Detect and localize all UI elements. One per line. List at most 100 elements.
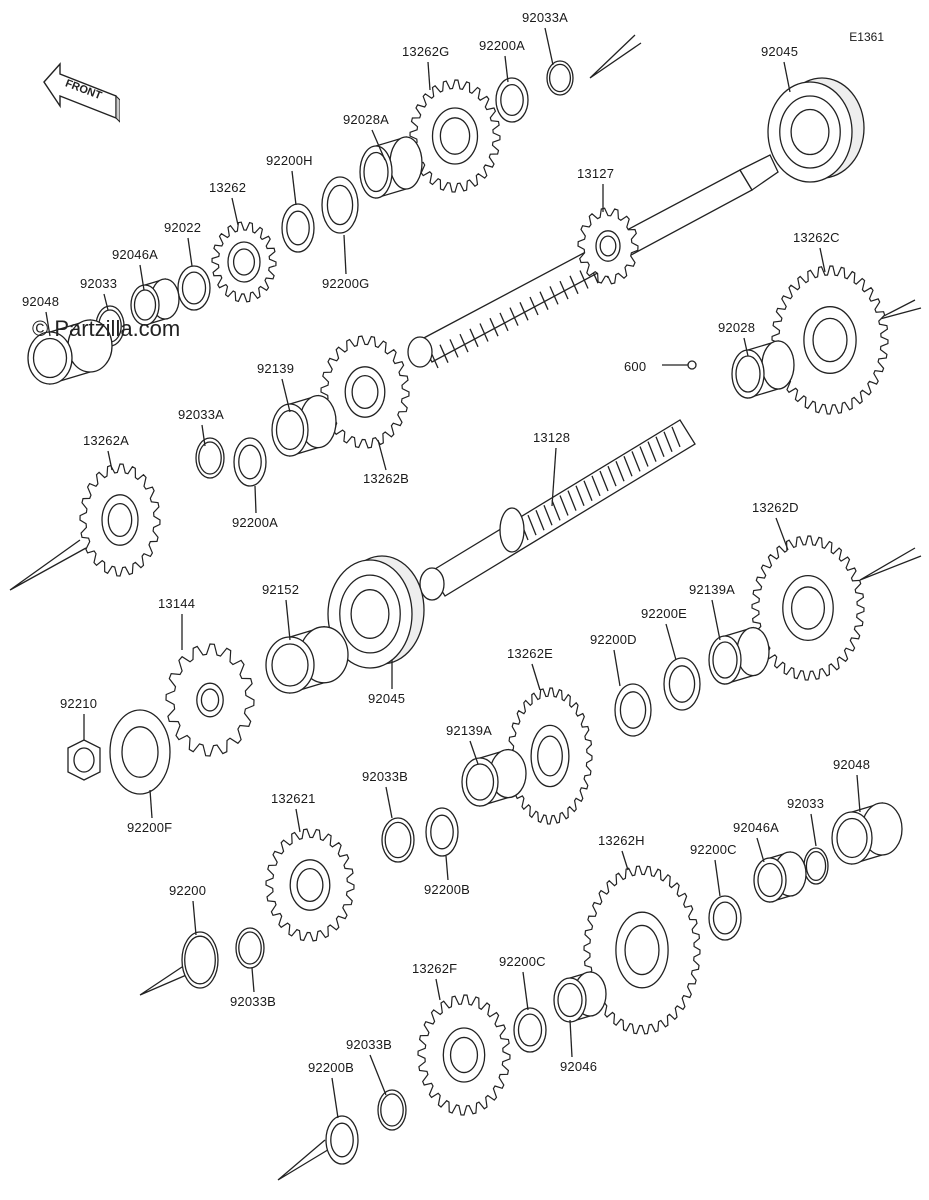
leader-line-1: [427, 61, 431, 91]
part-label-92046A-low[interactable]: 92046A: [733, 820, 780, 835]
needle-bearing-92139A-right-bore: [712, 641, 738, 679]
part-label-92200A-mid[interactable]: 92200A: [232, 515, 279, 530]
part-label-92200E[interactable]: 92200E: [641, 606, 688, 621]
part-label-13144[interactable]: 13144: [158, 596, 196, 611]
gear-13262H: [583, 865, 701, 1035]
gear-13262A: [79, 463, 161, 577]
part-label-132621[interactable]: 132621: [271, 791, 316, 806]
leader-line-46: [569, 1019, 573, 1058]
part-label-92046A[interactable]: 92046A: [112, 247, 159, 262]
part-label-92200[interactable]: 92200: [169, 883, 207, 898]
part-label-92033B-low[interactable]: 92033B: [230, 994, 277, 1009]
shaft-13127-thread: [739, 154, 779, 191]
watermark: © Partzilla.com: [32, 316, 181, 341]
part-label-92033-low[interactable]: 92033: [787, 796, 825, 811]
part-label-92045[interactable]: 92045: [761, 44, 799, 59]
spline-line: [539, 291, 549, 310]
spline-line: [459, 333, 469, 353]
part-label-92152[interactable]: 92152: [262, 582, 300, 597]
part-label-13128[interactable]: 13128: [533, 430, 571, 445]
part-label-600[interactable]: 600: [624, 359, 647, 374]
leader-line-41: [251, 967, 255, 993]
part-label-13262C[interactable]: 13262C: [793, 230, 840, 245]
gear-13262B: [320, 335, 410, 449]
part-label-92033[interactable]: 92033: [80, 276, 118, 291]
leader-line-9: [139, 264, 145, 291]
part-label-92028A[interactable]: 92028A: [343, 112, 390, 127]
part-label-13262G[interactable]: 13262G: [402, 44, 450, 59]
part-label-92048[interactable]: 92048: [22, 294, 60, 309]
gear-13127: [577, 207, 639, 285]
part-label-92033A[interactable]: 92033A: [522, 10, 569, 25]
part-label-92200B-bot[interactable]: 92200B: [308, 1060, 355, 1075]
leader-line-19: [254, 485, 257, 514]
circlip-92033B-bot-inner: [380, 1093, 404, 1127]
leader-line-7: [343, 234, 347, 275]
part-label-92033B-bot[interactable]: 92033B: [346, 1037, 393, 1052]
leader-line-34: [445, 855, 449, 881]
part-label-92045-mid[interactable]: 92045: [368, 691, 406, 706]
gear-13262F: [417, 994, 511, 1116]
leader-line-33: [295, 808, 301, 833]
part-label-13262D[interactable]: 13262D: [752, 500, 799, 515]
part-label-92200F[interactable]: 92200F: [127, 820, 173, 835]
collar-92048-top-bore: [32, 337, 68, 379]
spline-line: [579, 270, 589, 289]
shaft-13128-collar: [499, 507, 525, 553]
axis-guide-3: [859, 547, 922, 581]
needle-bearing-92046A-top-bore: [133, 289, 157, 321]
part-label-92022[interactable]: 92022: [164, 220, 202, 235]
washer-92200D-inner: [619, 691, 647, 729]
part-label-13127[interactable]: 13127: [577, 166, 615, 181]
spline-line: [469, 328, 479, 348]
spline-line: [559, 495, 569, 516]
leader-line-20: [551, 447, 557, 507]
part-label-92048-low[interactable]: 92048: [833, 757, 871, 772]
part-label-92200C[interactable]: 92200C: [690, 842, 737, 857]
part-label-92200A[interactable]: 92200A: [479, 38, 526, 53]
leader-line-35: [856, 774, 861, 813]
leader-line-5: [291, 170, 297, 206]
spline-line: [509, 307, 519, 326]
part-label-13262H[interactable]: 13262H: [598, 833, 645, 848]
leader-line-39: [621, 850, 629, 871]
part-label-13262F[interactable]: 13262F: [412, 961, 458, 976]
washer-92200F-inner: [121, 726, 159, 778]
part-label-92200D[interactable]: 92200D: [590, 632, 637, 647]
washer-92200G-inner: [326, 184, 354, 226]
circlip-92033B-mid-inner: [384, 821, 412, 859]
part-label-13262B[interactable]: 13262B: [363, 471, 410, 486]
part-label-92200B[interactable]: 92200B: [424, 882, 471, 897]
sprocket-13144: [165, 643, 255, 757]
part-label-92139A[interactable]: 92139A: [689, 582, 736, 597]
part-label-92139[interactable]: 92139: [257, 361, 295, 376]
part-label-92210[interactable]: 92210: [60, 696, 98, 711]
part-label-92200H[interactable]: 92200H: [266, 153, 313, 168]
part-label-92200G[interactable]: 92200G: [322, 276, 370, 291]
spline-line: [639, 446, 649, 467]
part-label-92046[interactable]: 92046: [560, 1059, 598, 1074]
needle-bearing-92139A-right-end: [736, 626, 770, 677]
part-label-92028[interactable]: 92028: [718, 320, 756, 335]
needle-bearing-92028-bore: [735, 355, 761, 393]
needle-bearing-92046A-low-bore: [757, 862, 783, 898]
circlip-92033A-mid-inner: [198, 441, 222, 475]
bearing-92045-top-bore: [790, 108, 830, 156]
washer-92022-inner: [181, 271, 207, 305]
leader-line-27: [613, 649, 621, 687]
part-label-92033B[interactable]: 92033B: [362, 769, 409, 784]
part-label-92139A-mid[interactable]: 92139A: [446, 723, 493, 738]
washer-92200B-bot-inner: [330, 1122, 354, 1158]
spline-line: [543, 505, 553, 526]
part-label-13262A[interactable]: 13262A: [83, 433, 130, 448]
part-label-92033A-mid[interactable]: 92033A: [178, 407, 225, 422]
diagram-code: E1361: [849, 30, 884, 44]
part-label-13262[interactable]: 13262: [209, 180, 247, 195]
washer-92200E-inner: [668, 665, 696, 703]
spline-line: [647, 441, 657, 462]
part-label-92200C-low[interactable]: 92200C: [499, 954, 546, 969]
part-label-13262E[interactable]: 13262E: [507, 646, 554, 661]
needle-bearing-92028-end: [761, 340, 795, 390]
collar-92048-low-bore: [836, 817, 868, 859]
